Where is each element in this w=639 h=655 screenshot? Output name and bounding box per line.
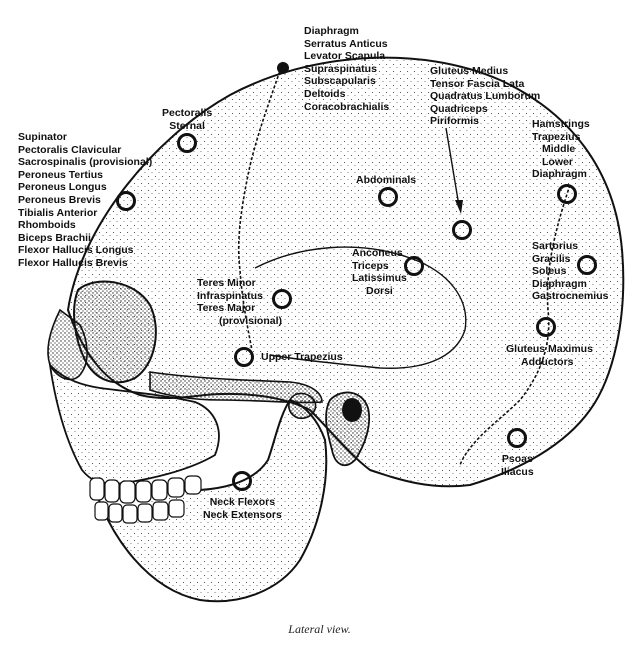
label-line: Neck Extensors [203, 508, 282, 521]
label-line: Subscapularis [304, 75, 376, 88]
label-line: Middle [542, 143, 576, 156]
label-group-gluteus-maximus: Gluteus Maximus Adductors [506, 343, 593, 368]
zygomatic-arch [149, 371, 323, 404]
label-line: Supinator [18, 131, 67, 143]
lower-teeth [94, 499, 185, 524]
label-group-top-center: Diaphragm Serratus Anticus Levator Scapu… [304, 25, 389, 113]
label-line: Psoas [501, 453, 533, 465]
label-line: Sacrospinalis (provisional) [18, 156, 153, 169]
label-line: Iliacus [501, 465, 534, 478]
label-line: Diaphragm [532, 168, 587, 181]
label-line: Rhomboids [18, 219, 76, 232]
squamous-suture [254, 246, 467, 369]
point-gluteus-maximus-group [536, 317, 556, 337]
label-line: Gluteus Medius [430, 65, 509, 77]
label-line: Gastrocnemius [532, 290, 609, 303]
label-line: Tibialis Anterior [18, 206, 98, 219]
upper-teeth [89, 475, 202, 504]
point-neck-flexors [232, 471, 252, 491]
mandibular-condyle [288, 392, 317, 420]
label-group-upper-trapezius: Upper Trapezius [261, 351, 343, 364]
label-group-psoas: Psoas Iliacus [501, 453, 534, 478]
label-line: Supraspinatus [304, 62, 377, 75]
label-group-sartorius: Sartorius Gracilis Soleus Diaphragm Gast… [532, 240, 608, 303]
label-line: Adductors [521, 355, 574, 368]
label-line: Piriformis [430, 115, 480, 128]
label-group-right-top: Hamstrings Trapezius Middle Lower Diaphr… [532, 118, 590, 181]
label-line: Biceps Brachii [18, 231, 91, 244]
point-pectoralis-sternal [177, 133, 197, 153]
label-line: Upper Trapezius [261, 351, 343, 363]
label-line: Pectoralis Clavicular [18, 143, 122, 156]
label-line: Quadratus Lumborum [430, 90, 541, 103]
label-line: Infraspinatus [197, 289, 263, 302]
label-line: Latissimus [352, 272, 407, 285]
pointer-line [445, 127, 460, 207]
point-upper-trapezius [234, 347, 254, 367]
label-line: Trapezius [532, 130, 581, 143]
point-gluteus-medius-group [452, 220, 472, 240]
point-hamstrings-group [557, 184, 577, 204]
label-line: Gluteus Maximus [506, 343, 593, 355]
label-line: Hamstrings [532, 118, 590, 130]
point-diaphragm-top [277, 62, 289, 74]
label-line: Deltoids [304, 87, 346, 100]
label-line: Coracobrachialis [304, 100, 390, 113]
label-line: Diaphragm [304, 25, 359, 37]
label-group-anconeus: Anconeus Triceps Latissimus Dorsi [352, 247, 407, 297]
label-line: Pectoralis [162, 107, 213, 119]
label-line: Quadriceps [430, 102, 488, 115]
label-group-teres: Teres Minor Infraspinatus Teres Major (p… [197, 277, 282, 327]
label-line: Abdominals [356, 174, 417, 186]
label-line: Triceps [352, 259, 389, 272]
label-line: Flexor Hallucis Brevis [18, 256, 128, 269]
label-line: Lower [542, 155, 573, 168]
label-line: Diaphragm [532, 277, 587, 290]
pointer-arrowhead [455, 200, 463, 214]
label-line: Neck Flexors [209, 496, 276, 508]
figure-caption: Lateral view. [288, 622, 351, 636]
label-line: Sternal [169, 119, 205, 132]
eye-orbit [73, 280, 157, 384]
label-line: Anconeus [352, 247, 403, 259]
label-group-left: Supinator Pectoralis Clavicular Sacrospi… [18, 131, 152, 270]
label-line: Serratus Anticus [304, 37, 388, 50]
label-group-top-right: Gluteus Medius Tensor Fascia Lata Quadra… [430, 65, 540, 128]
point-supinator-group [116, 191, 136, 211]
label-line: Peroneus Brevis [18, 193, 101, 206]
coronal-suture [237, 61, 284, 351]
point-abdominals [378, 187, 398, 207]
label-line: Flexor Hallucis Longus [18, 244, 134, 257]
point-psoas-iliacus [507, 428, 527, 448]
label-line: Peroneus Tertius [18, 168, 103, 181]
label-line: Sartorius [532, 240, 579, 252]
label-line: (provisional) [219, 314, 283, 327]
label-group-pectoralis: Pectoralis Sternal [162, 107, 212, 132]
label-group-neck: Neck Flexors Neck Extensors [203, 496, 282, 521]
label-line: Gracilis [532, 252, 571, 265]
point-anconeus-group [404, 256, 424, 276]
label-line: Soleus [532, 265, 567, 278]
point-sartorius-group [577, 255, 597, 275]
label-group-abdominals: Abdominals [356, 174, 416, 187]
label-line: Peroneus Longus [18, 181, 107, 194]
point-teres-group [272, 289, 292, 309]
label-line: Tensor Fascia Lata [430, 77, 525, 90]
mandible [90, 398, 328, 603]
label-line: Dorsi [366, 284, 393, 297]
lambdoid-suture [459, 184, 571, 466]
label-line: Teres Minor [197, 277, 256, 289]
maxilla [48, 362, 220, 485]
label-line: Levator Scapula [304, 50, 386, 63]
label-line: Teres Major [197, 302, 256, 315]
